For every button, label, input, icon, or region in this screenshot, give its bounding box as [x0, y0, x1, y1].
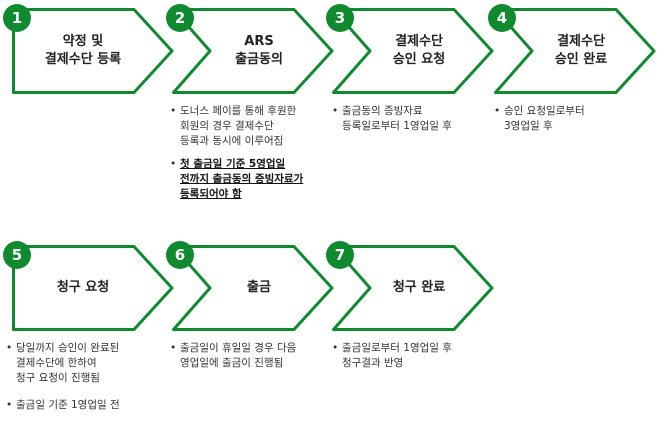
- note-line: 결제수단에 한하여: [16, 357, 97, 369]
- step-number-badge: 6: [166, 241, 194, 269]
- step-label-line: 승인 요청: [392, 52, 446, 67]
- step-label: 출금: [194, 245, 324, 331]
- note-line: 등록과 동시에 이루어짐: [180, 135, 284, 147]
- note-line: 등록되어야 함: [180, 188, 242, 200]
- step-number-badge: 1: [3, 4, 31, 32]
- chevron-shape: [172, 245, 334, 331]
- note-line: 출금동의 증빙자료: [342, 105, 423, 117]
- step-2: 2 ARS 출금동의: [166, 4, 337, 94]
- step-5-notes: 당일까지 승인이 완료된 결제수단에 한하여 청구 요청이 진행됨 출금일 기준…: [6, 341, 166, 421]
- step-label: 약정 및 결제수단 등록: [18, 8, 148, 94]
- step-2-notes: 도너스 페이를 통해 후원한 회원의 경우 결제수단 등록과 동시에 이루어짐 …: [170, 104, 330, 210]
- step-label: 청구 요청: [18, 245, 148, 331]
- step-label: 청구 완료: [354, 245, 484, 331]
- note-line: 첫 출금일 기준 5영업일: [180, 158, 286, 170]
- chevron-shape: [332, 245, 494, 331]
- step-label-line: 청구 완료: [392, 280, 446, 295]
- step-label-line: ARS: [244, 34, 274, 49]
- step-label-line: 출금동의: [235, 52, 283, 67]
- note-line: 등록일로부터 1영업일 후: [342, 120, 452, 132]
- step-number-badge: 3: [326, 4, 354, 32]
- chevron-shape: [172, 8, 334, 94]
- step-4-notes: 승인 요청일로부터 3영업일 후: [494, 104, 654, 142]
- step-7-notes: 출금일로부터 1영업일 후 청구결과 반영: [332, 341, 492, 379]
- note-line: 출금일이 휴일일 경우 다음: [180, 342, 297, 354]
- step-label-line: 결제수단 등록: [44, 52, 122, 67]
- step-number-badge: 7: [326, 241, 354, 269]
- step-number-badge: 5: [3, 241, 31, 269]
- chevron-shape: [494, 8, 656, 94]
- note-item: 승인 요청일로부터 3영업일 후: [494, 104, 654, 134]
- step-label-line: 승인 완료: [554, 52, 608, 67]
- note-line: 도너스 페이를 통해 후원한: [180, 105, 297, 117]
- note-line: 청구 요청이 진행됨: [16, 372, 100, 384]
- step-label-line: 결제수단: [557, 34, 605, 49]
- step-label-line: 청구 요청: [56, 280, 110, 295]
- note-line: 당일까지 승인이 완료된: [16, 342, 120, 354]
- note-line: 회원의 경우 결제수단: [180, 120, 274, 132]
- step-number-badge: 2: [166, 4, 194, 32]
- note-item: 출금일 기준 1영업일 전: [6, 398, 166, 413]
- note-item-emphasis: 첫 출금일 기준 5영업일 전까지 출금동의 증빙자료가 등록되어야 함: [170, 157, 330, 202]
- step-label: ARS 출금동의: [194, 8, 324, 94]
- step-1: 1 약정 및 결제수단 등록: [3, 4, 177, 94]
- step-label-line: 약정 및: [62, 34, 104, 49]
- step-4: 4 결제수단 승인 완료: [488, 4, 659, 94]
- step-label-line: 출금: [247, 280, 271, 295]
- step-6-notes: 출금일이 휴일일 경우 다음 영업일에 출금이 진행됨: [170, 341, 330, 379]
- arrow-shape: [12, 8, 174, 94]
- note-line: 출금일 기준 1영업일 전: [16, 399, 120, 411]
- note-line: 3영업일 후: [504, 120, 553, 132]
- note-line: 영업일에 출금이 진행됨: [180, 357, 284, 369]
- note-line: 출금일로부터 1영업일 후: [342, 342, 452, 354]
- step-5: 5 청구 요청: [3, 241, 177, 331]
- step-7: 7 청구 완료: [326, 241, 497, 331]
- step-6: 6 출금: [166, 241, 337, 331]
- note-item: 출금동의 증빙자료 등록일로부터 1영업일 후: [332, 104, 492, 134]
- step-label: 결제수단 승인 요청: [354, 8, 484, 94]
- step-label-line: 결제수단: [395, 34, 443, 49]
- chevron-shape: [332, 8, 494, 94]
- note-item: 도너스 페이를 통해 후원한 회원의 경우 결제수단 등록과 동시에 이루어짐: [170, 104, 330, 149]
- note-item: 출금일이 휴일일 경우 다음 영업일에 출금이 진행됨: [170, 341, 330, 371]
- note-item: 당일까지 승인이 완료된 결제수단에 한하여 청구 요청이 진행됨: [6, 341, 166, 386]
- step-3: 3 결제수단 승인 요청: [326, 4, 497, 94]
- note-line: 전까지 출금동의 증빙자료가: [180, 173, 304, 185]
- note-line: 승인 요청일로부터: [504, 105, 585, 117]
- step-number-badge: 4: [488, 4, 516, 32]
- note-item: 출금일로부터 1영업일 후 청구결과 반영: [332, 341, 492, 371]
- step-label: 결제수단 승인 완료: [516, 8, 646, 94]
- arrow-shape: [12, 245, 174, 331]
- note-line: 청구결과 반영: [342, 357, 404, 369]
- step-3-notes: 출금동의 증빙자료 등록일로부터 1영업일 후: [332, 104, 492, 142]
